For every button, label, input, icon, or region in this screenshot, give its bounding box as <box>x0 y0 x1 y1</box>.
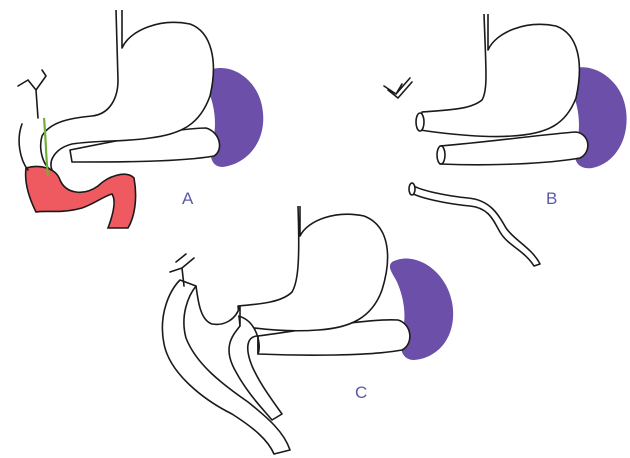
panel-label-a: A <box>182 189 194 208</box>
duodenum-b <box>410 186 540 266</box>
stomach-c <box>238 206 388 331</box>
panel-label-b: B <box>546 189 557 208</box>
stomach-stump-b <box>416 113 424 131</box>
duodenum-stump-b <box>409 183 415 195</box>
pancreas-stump-b <box>437 146 445 164</box>
duodenum-outline-a <box>19 124 28 170</box>
stomach-b <box>420 14 579 137</box>
bile-duct-b <box>384 78 412 98</box>
pancreas-b <box>440 132 588 165</box>
panel-c: C <box>162 206 453 454</box>
panel-label-c: C <box>355 383 367 402</box>
duodenum-a <box>26 167 136 229</box>
bile-duct-a <box>18 70 46 118</box>
panel-b: B <box>384 14 627 266</box>
panel-a: A <box>18 10 263 228</box>
